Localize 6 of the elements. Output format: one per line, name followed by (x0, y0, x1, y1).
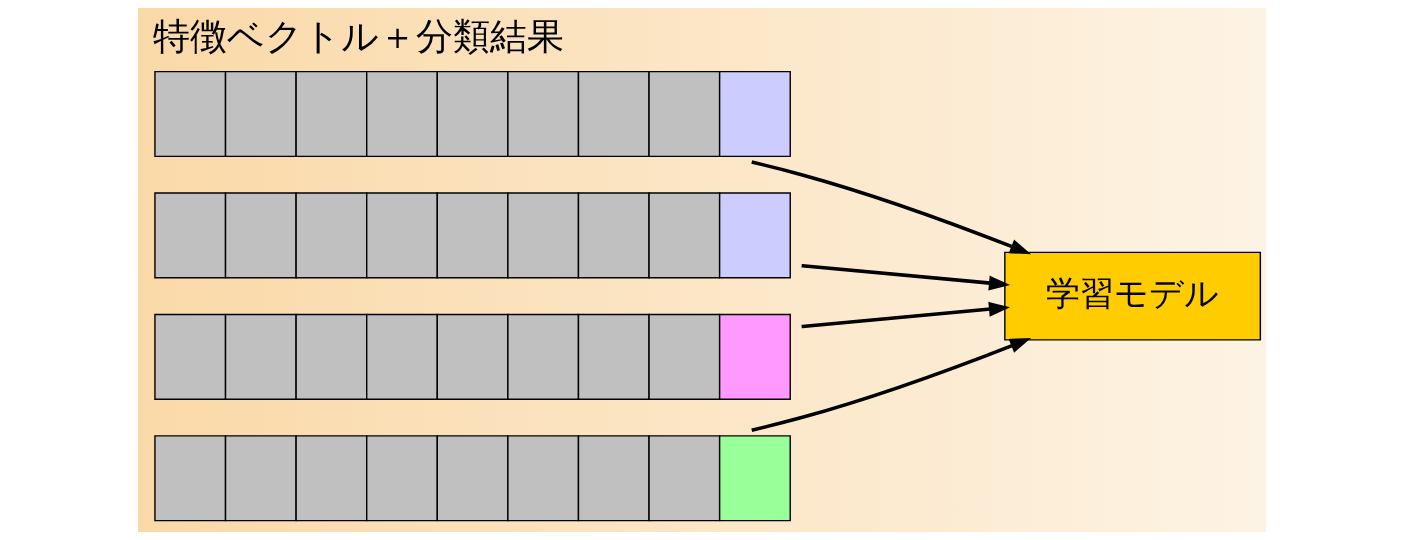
arrow (800, 263, 1010, 291)
arrow (800, 301, 1010, 329)
diagram-title: 特徴ベクトル＋分類結果 (152, 14, 564, 58)
arrow (750, 160, 1031, 255)
arrow (750, 338, 1031, 432)
node-box: 学習モデル (1003, 251, 1261, 341)
